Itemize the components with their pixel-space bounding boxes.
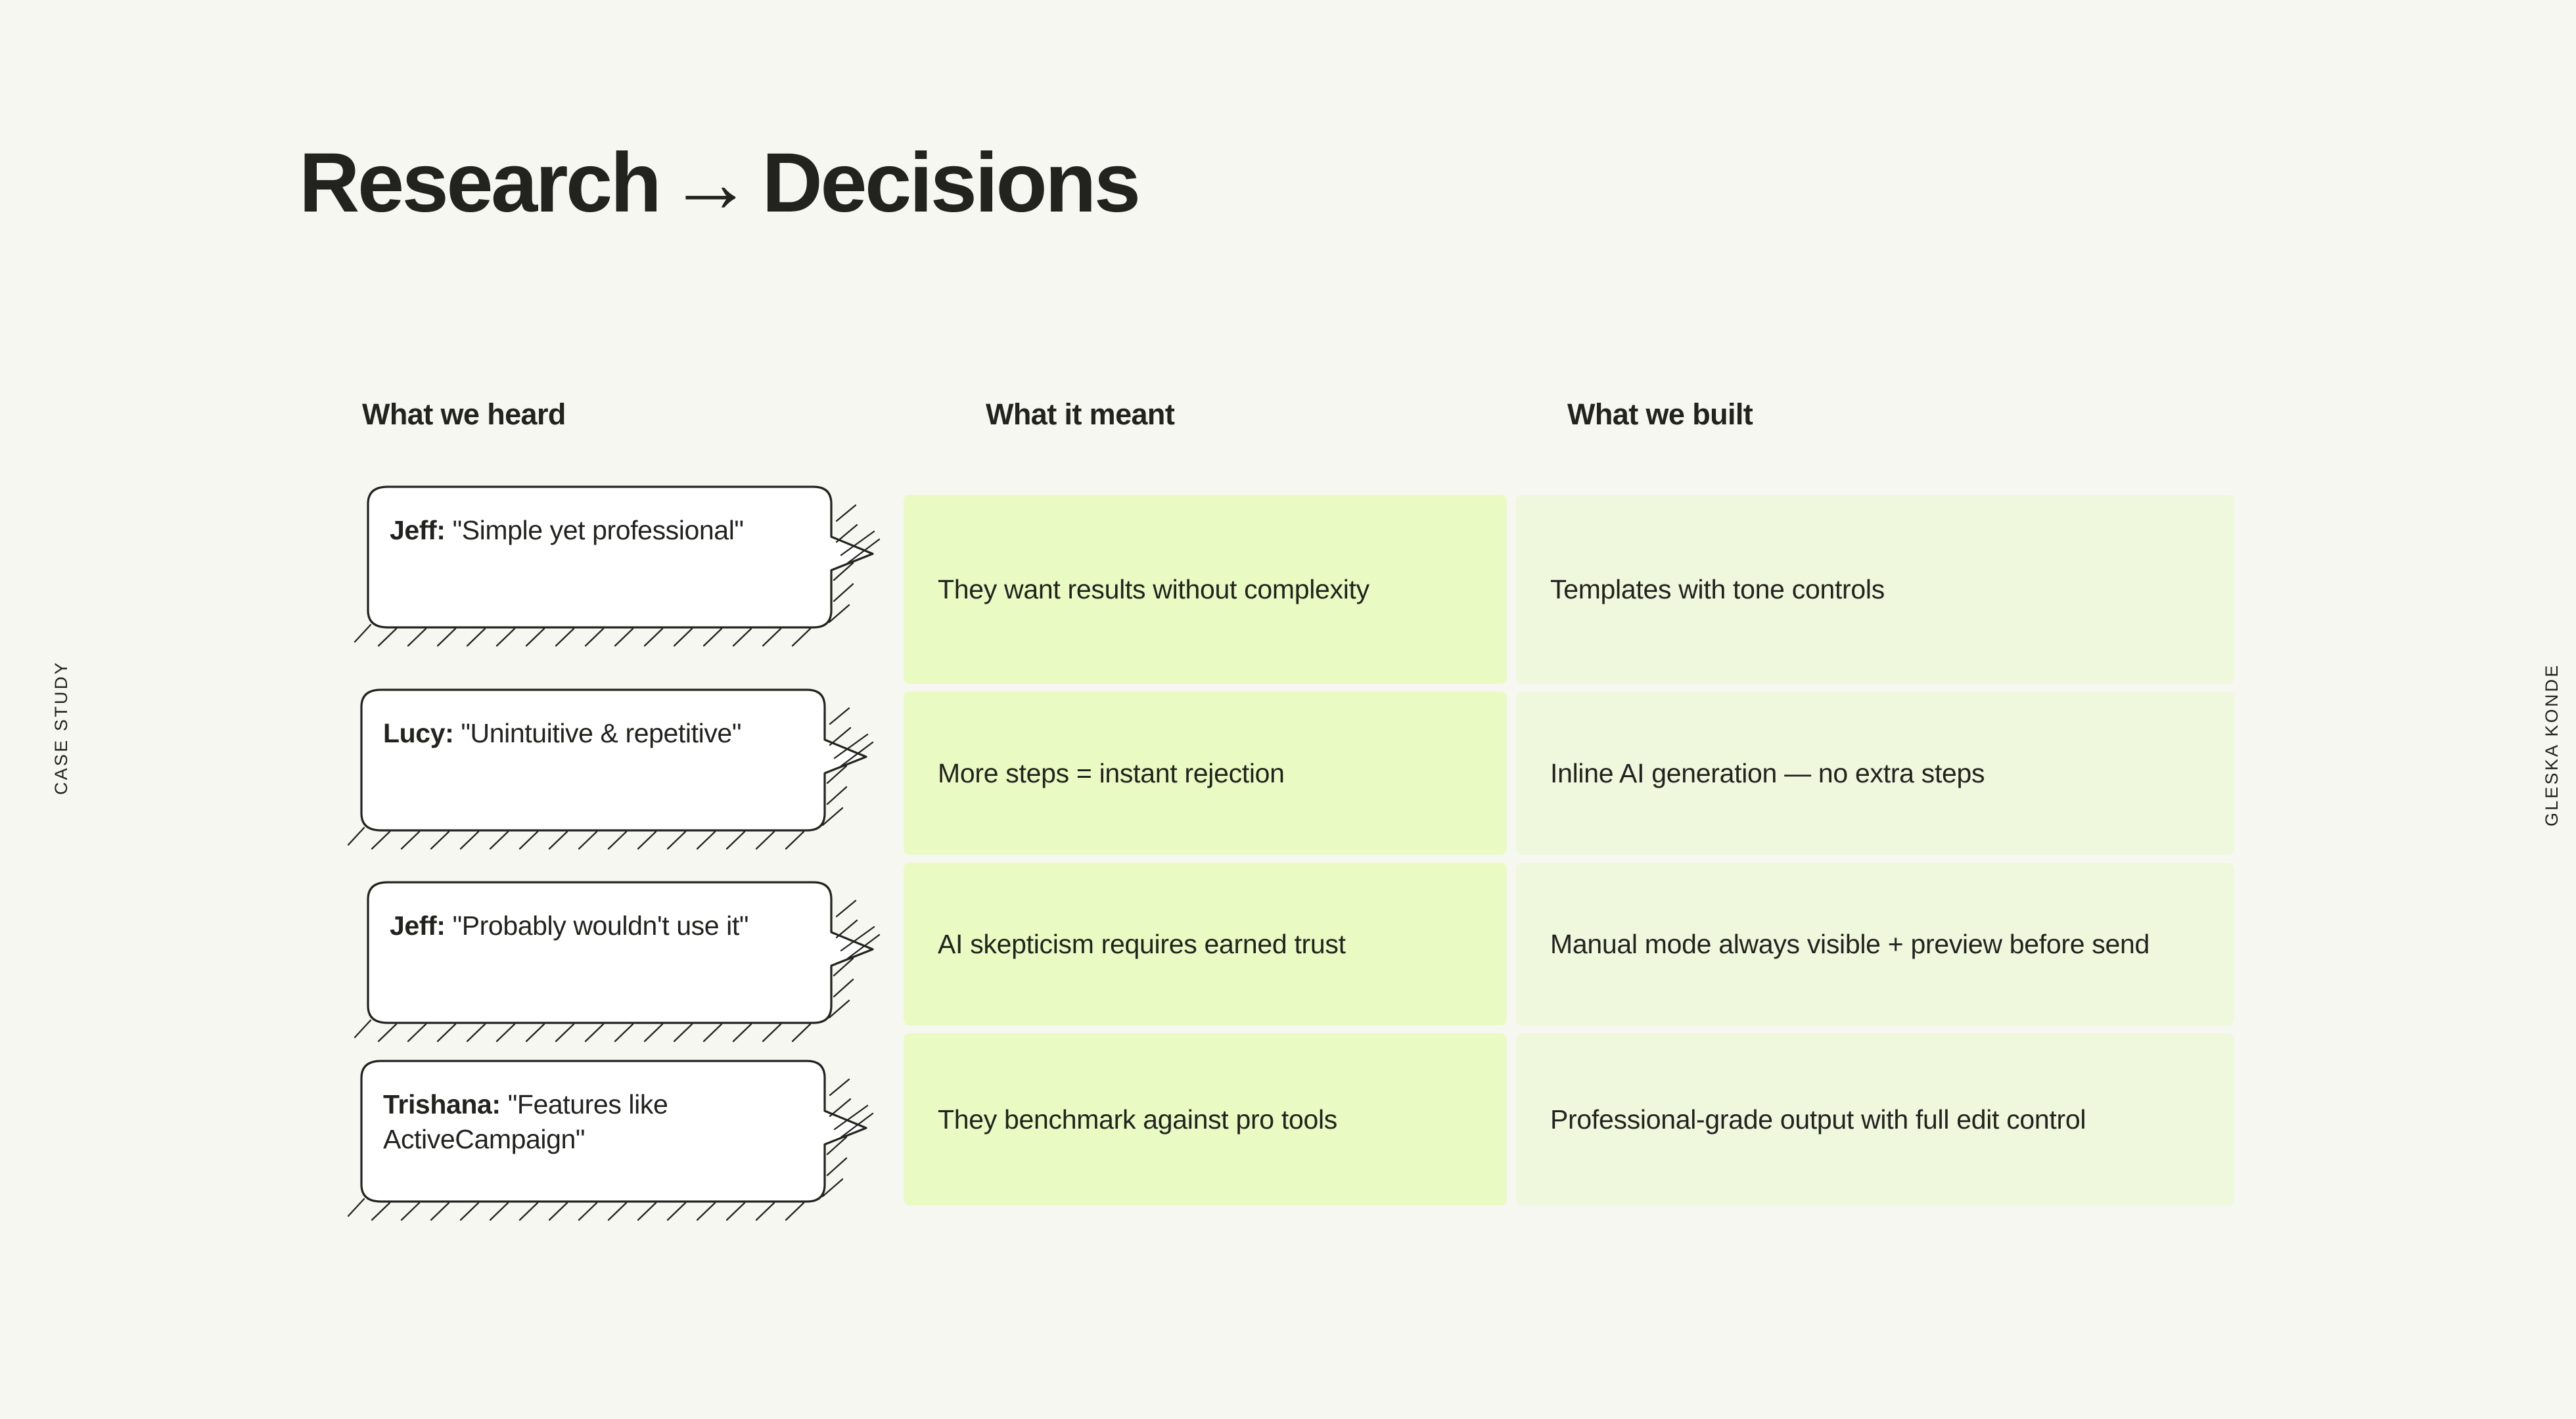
built-text-3: Manual mode always visible + preview bef… [1550, 928, 2150, 959]
built-text-1: Templates with tone controls [1550, 574, 1885, 604]
bubble-outline-3 [354, 881, 881, 1043]
title-part-2: Decisions [762, 136, 1141, 230]
arrow-icon: → [668, 136, 753, 230]
meant-text-4: They benchmark against pro tools [938, 1104, 1338, 1135]
quote-speaker-4: Trishana: [383, 1089, 501, 1119]
column-header-heard: What we heard [362, 397, 566, 431]
quote-speaker-1: Jeff: [390, 515, 446, 545]
quote-bubble-2: Lucy: "Unintuitive & repetitive" [347, 685, 874, 850]
meant-text-2: More steps = instant rejection [938, 757, 1285, 788]
bubble-outline-4 [347, 1060, 874, 1221]
page-title: Research→Decisions [299, 141, 1141, 225]
column-header-built: What we built [1567, 397, 1753, 431]
column-header-meant: What it meant [986, 397, 1175, 431]
quote-text-4: Trishana: "Features like ActiveCampaign" [383, 1087, 804, 1158]
quote-body-4: "Features like ActiveCampaign" [383, 1089, 668, 1155]
quote-text-3: Jeff: "Probably wouldn't use it" [390, 909, 810, 943]
meant-cell-1: They want results without complexity [904, 495, 1507, 684]
meant-text-1: They want results without complexity [938, 574, 1369, 604]
brand-label: GLESKA KONDE [2542, 663, 2562, 826]
bubble-outline-1 [354, 485, 881, 647]
title-part-1: Research [299, 136, 662, 230]
built-cell-2: Inline AI generation — no extra steps [1516, 692, 2234, 855]
quote-bubble-3: Jeff: "Probably wouldn't use it" [354, 877, 881, 1043]
quote-text-1: Jeff: "Simple yet professional" [390, 513, 810, 548]
case-study-label: CASE STUDY [51, 660, 71, 795]
built-cell-4: Professional-grade output with full edit… [1516, 1033, 2234, 1205]
quote-text-2: Lucy: "Unintuitive & repetitive" [383, 716, 804, 751]
built-text-2: Inline AI generation — no extra steps [1550, 757, 1985, 788]
built-text-4: Professional-grade output with full edit… [1550, 1104, 2086, 1135]
meant-cell-3: AI skepticism requires earned trust [904, 863, 1507, 1025]
quote-body-1: "Simple yet professional" [452, 515, 744, 545]
quote-body-3: "Probably wouldn't use it" [452, 911, 749, 941]
quote-speaker-2: Lucy: [383, 718, 454, 748]
meant-cell-4: They benchmark against pro tools [904, 1033, 1507, 1205]
built-cell-3: Manual mode always visible + preview bef… [1516, 863, 2234, 1025]
quote-speaker-3: Jeff: [390, 911, 446, 941]
quote-bubble-4: Trishana: "Features like ActiveCampaign" [347, 1056, 874, 1221]
meant-cell-2: More steps = instant rejection [904, 692, 1507, 855]
built-cell-1: Templates with tone controls [1516, 495, 2234, 684]
quote-bubble-1: Jeff: "Simple yet professional" [354, 482, 881, 647]
meant-text-3: AI skepticism requires earned trust [938, 928, 1346, 959]
quote-body-2: "Unintuitive & repetitive" [461, 718, 741, 748]
bubble-outline-2 [347, 688, 874, 850]
